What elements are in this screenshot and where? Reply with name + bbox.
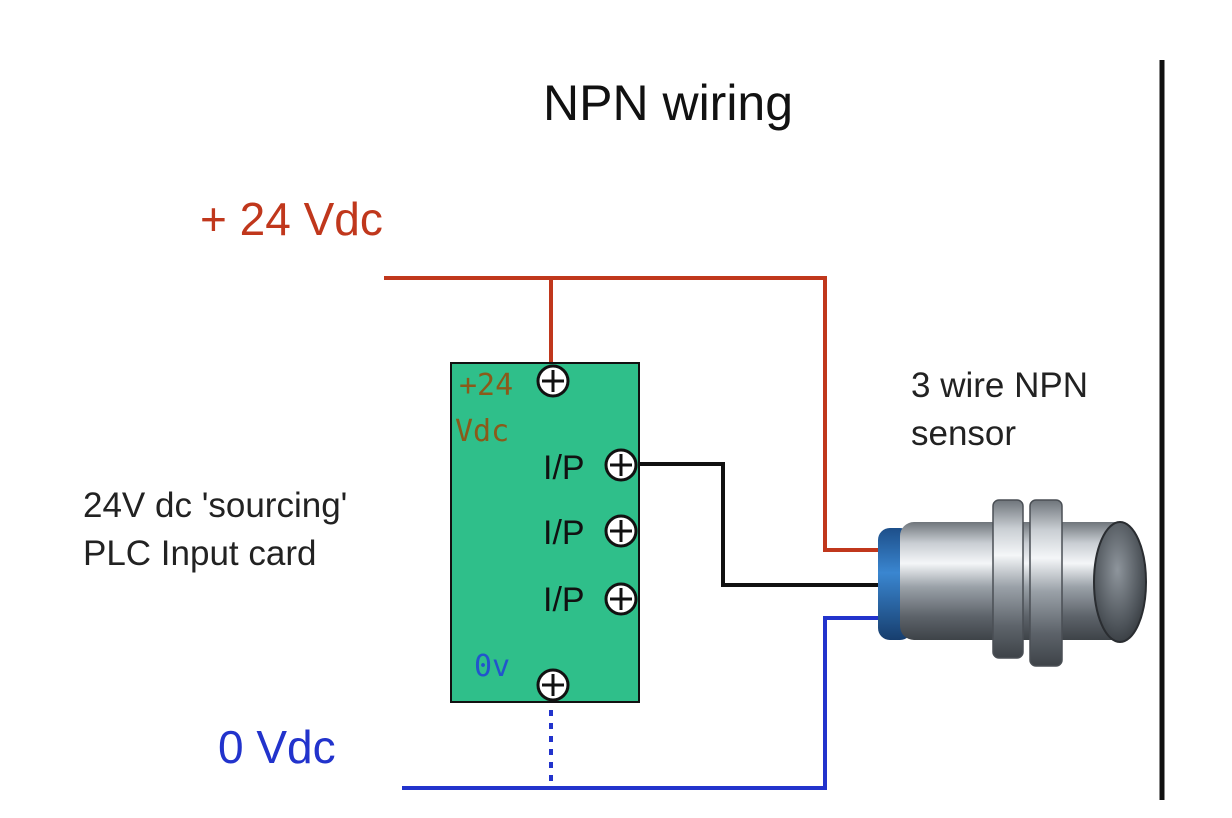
- card-supply-terminal-label-line1: +24: [459, 368, 514, 403]
- positive-rail-label: + 24 Vdc: [200, 193, 383, 245]
- screw-terminal-input-1: [604, 448, 638, 482]
- diagram-title: NPN wiring: [543, 75, 794, 131]
- sensor-caption-line2: sensor: [911, 414, 1017, 454]
- input-terminal-label-2: I/P: [543, 514, 585, 552]
- sensor-face: [1093, 521, 1147, 643]
- signal-wire: [625, 462, 880, 587]
- plc-card-caption-line1: 24V dc 'sourcing': [83, 486, 348, 525]
- positive-wires: [384, 276, 880, 552]
- plc-card-caption: 24V dc 'sourcing' PLC Input card: [83, 482, 443, 579]
- screw-terminal-common: [536, 668, 570, 702]
- sensor-nut-1: [992, 499, 1024, 659]
- screw-terminal-supply: [536, 364, 570, 398]
- positive-rail-wire: [384, 276, 880, 552]
- plc-card-caption-line2: PLC Input card: [83, 534, 317, 574]
- negative-rail-wire: [402, 616, 880, 790]
- screw-terminal-input-3: [604, 582, 638, 616]
- card-common-terminal-label: 0v: [474, 649, 511, 684]
- sensor-nut-2: [1029, 499, 1063, 667]
- sensor-caption-line1: 3 wire NPN: [911, 366, 1088, 405]
- card-supply-terminal-label-line2: Vdc: [455, 414, 510, 449]
- input-terminal-label-1: I/P: [543, 449, 585, 487]
- negative-wires: [402, 616, 880, 790]
- screw-terminal-input-2: [604, 514, 638, 548]
- negative-rail-label: 0 Vdc: [218, 721, 336, 773]
- npn-sensor: [878, 499, 1147, 667]
- input-terminal-label-3: I/P: [543, 581, 585, 619]
- sensor-caption: 3 wire NPN sensor: [911, 362, 1151, 459]
